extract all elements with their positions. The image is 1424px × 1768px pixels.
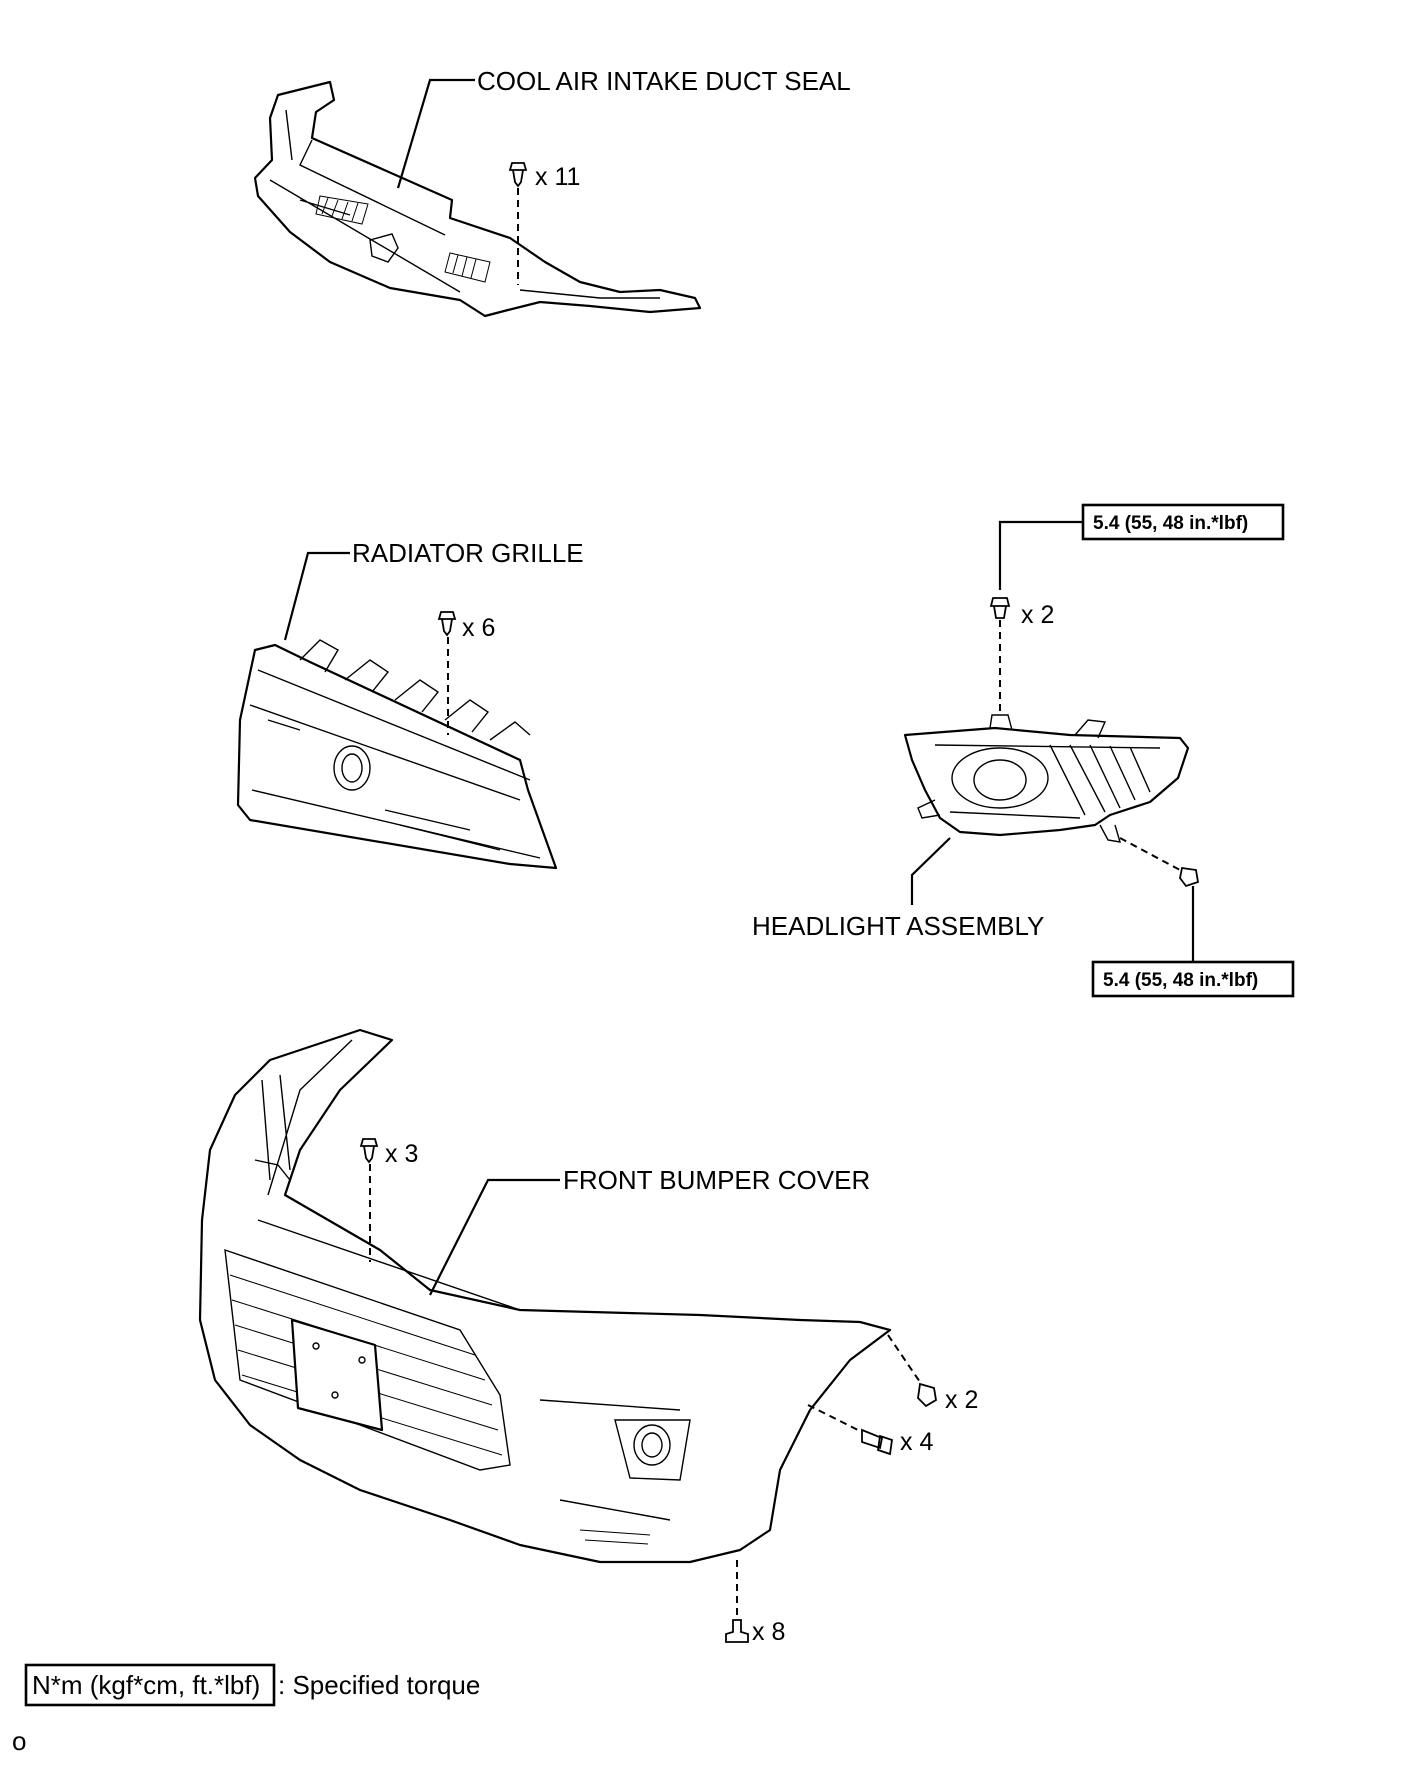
- headlight-label: HEADLIGHT ASSEMBLY: [752, 911, 1044, 941]
- bolt-icon: [861, 1428, 893, 1456]
- footer-mark: o: [12, 1726, 26, 1756]
- seal-clip-qty: x 11: [535, 163, 580, 191]
- intake-seal-label: COOL AIR INTAKE DUCT SEAL: [477, 66, 851, 96]
- torque-legend-description: : Specified torque: [278, 1670, 480, 1700]
- intake-seal-leader: [396, 78, 475, 189]
- bumper-side-bolt-dashline: [807, 1404, 863, 1433]
- bumper-side-screw-qty: x 2: [945, 1386, 978, 1414]
- screw-icon: [725, 1619, 749, 1643]
- headlight-side-dashline: [1119, 837, 1181, 871]
- bumper-leader: [429, 1178, 560, 1296]
- flange-bolt-icon: [989, 597, 1011, 619]
- front-bumper-cover: [198, 1028, 892, 1564]
- bumper-bottom-screw-qty: x 8: [752, 1618, 785, 1646]
- headlight-assembly: [903, 714, 1190, 843]
- headlight-leader: [910, 837, 951, 905]
- push-clip-icon: [359, 1138, 379, 1164]
- torque-legend-box: [24, 1663, 276, 1707]
- flange-bolt-icon: [1179, 866, 1200, 888]
- torque-legend-unit: N*m (kgf*cm, ft.*lbf): [32, 1670, 260, 1700]
- screw-icon: [917, 1382, 937, 1408]
- bumper-top-clip-qty: x 3: [385, 1140, 418, 1168]
- bumper-label: FRONT BUMPER COVER: [563, 1165, 870, 1195]
- grille-label: RADIATOR GRILLE: [352, 538, 584, 568]
- torque-value-top: 5.4 (55, 48 in.*lbf): [1093, 513, 1248, 534]
- torque-box-top: [1081, 503, 1285, 541]
- bumper-side-bolt-qty: x 4: [900, 1428, 933, 1456]
- grille-leader: [283, 551, 350, 641]
- cool-air-intake-duct-seal: [253, 80, 702, 318]
- push-clip-icon: [508, 162, 528, 188]
- radiator-grille: [236, 639, 558, 870]
- headlight-top-qty: x 2: [1021, 601, 1054, 629]
- grille-clip-qty: x 6: [462, 614, 495, 642]
- torque-box-side: [1091, 960, 1295, 998]
- push-clip-icon: [437, 611, 457, 637]
- torque-value-side: 5.4 (55, 48 in.*lbf): [1103, 970, 1258, 991]
- headlight-top-torque-leader: [998, 520, 1083, 590]
- bumper-side-screw-dashline: [887, 1334, 923, 1386]
